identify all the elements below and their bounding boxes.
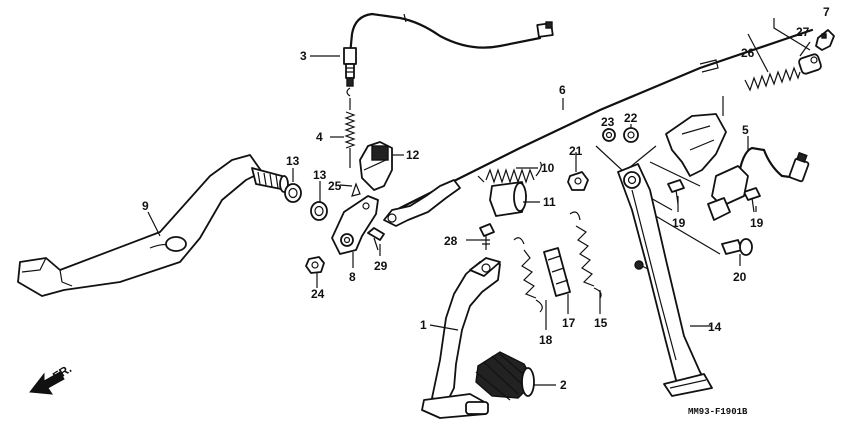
part-2-pedal-rubber[interactable] xyxy=(475,351,535,401)
callout-13-a: 13 xyxy=(286,154,300,168)
part-23-collar[interactable] xyxy=(602,128,616,142)
callout-20: 20 xyxy=(733,270,747,284)
callout-17: 17 xyxy=(562,316,576,330)
callout-7: 7 xyxy=(823,5,830,19)
part-26-rod-spring[interactable] xyxy=(744,66,801,92)
part-19-bolt-a[interactable] xyxy=(667,179,685,205)
callout-26: 26 xyxy=(741,46,755,60)
callout-5: 5 xyxy=(742,123,749,137)
part-15-stand-spring-outer[interactable] xyxy=(569,211,602,299)
part-11-spring-cover[interactable] xyxy=(489,181,527,217)
callout-24: 24 xyxy=(311,287,325,301)
part-28-flange-bolt[interactable] xyxy=(479,223,495,250)
callout-13-b: 13 xyxy=(313,168,327,182)
callout-19-a: 19 xyxy=(672,216,686,230)
callout-19-b: 19 xyxy=(750,216,764,230)
part-19-bolt-b[interactable] xyxy=(743,187,761,213)
callout-2: 2 xyxy=(560,378,567,392)
part-7-adjuster-nut[interactable] xyxy=(815,29,835,51)
part-4-switch-spring[interactable] xyxy=(344,98,356,168)
callout-14: 14 xyxy=(708,320,722,334)
part-14-side-stand[interactable] xyxy=(617,163,713,397)
callout-28: 28 xyxy=(444,234,458,248)
callout-15: 15 xyxy=(594,316,608,330)
part-24-lock-nut[interactable] xyxy=(305,256,325,274)
part-5-side-stand-switch[interactable] xyxy=(707,146,810,221)
callout-3: 3 xyxy=(300,49,307,63)
part-25-cotter-pin[interactable] xyxy=(351,182,361,197)
stand-pivot-nut xyxy=(634,260,644,270)
part-3-stop-switch-cable[interactable] xyxy=(343,12,554,97)
part-8-brake-arm-plate[interactable] xyxy=(331,195,379,255)
callout-8: 8 xyxy=(349,270,356,284)
part-1-center-stand-pedal-arm[interactable] xyxy=(421,257,501,419)
callout-12: 12 xyxy=(406,148,420,162)
front-direction-arrow: FR. xyxy=(29,361,74,395)
callout-29: 29 xyxy=(374,259,388,273)
part-17-spring-tube[interactable] xyxy=(543,247,571,297)
callout-labels: 3 4 5 6 7 8 9 10 11 12 13 13 14 15 17 18… xyxy=(142,5,830,392)
part-22-washer-b[interactable] xyxy=(623,127,639,143)
arrow-icon xyxy=(29,371,65,395)
callout-23: 23 xyxy=(601,115,615,129)
part-9-brake-pedal[interactable] xyxy=(17,154,289,297)
leader-lines xyxy=(147,18,811,386)
part-27-joint[interactable] xyxy=(798,53,822,75)
part-21-nut[interactable] xyxy=(567,171,589,191)
callout-22: 22 xyxy=(624,111,638,125)
part-12-pedal-stopper[interactable] xyxy=(359,141,393,191)
callout-1: 1 xyxy=(420,318,427,332)
callout-18: 18 xyxy=(539,333,553,347)
part-6-brake-rod[interactable] xyxy=(383,28,814,227)
drawing-code: MM93-F1901B xyxy=(688,407,748,417)
callout-27: 27 xyxy=(796,25,810,39)
part-13-washer-a[interactable] xyxy=(284,183,302,203)
callout-6: 6 xyxy=(559,83,566,97)
part-13-washer-b[interactable] xyxy=(310,201,328,221)
callout-11: 11 xyxy=(543,195,556,209)
part-20-pivot-bolt[interactable] xyxy=(721,238,753,256)
part-10-return-spring[interactable] xyxy=(477,161,542,184)
part-18-stand-spring-inner[interactable] xyxy=(513,237,543,313)
callout-21: 21 xyxy=(569,144,583,158)
part-16-switch-cover[interactable] xyxy=(665,113,727,177)
callout-25: 25 xyxy=(328,179,342,193)
part-29-bolt[interactable] xyxy=(367,227,385,251)
callout-10: 10 xyxy=(541,161,555,175)
callout-4: 4 xyxy=(316,130,323,144)
callout-9: 9 xyxy=(142,199,149,213)
